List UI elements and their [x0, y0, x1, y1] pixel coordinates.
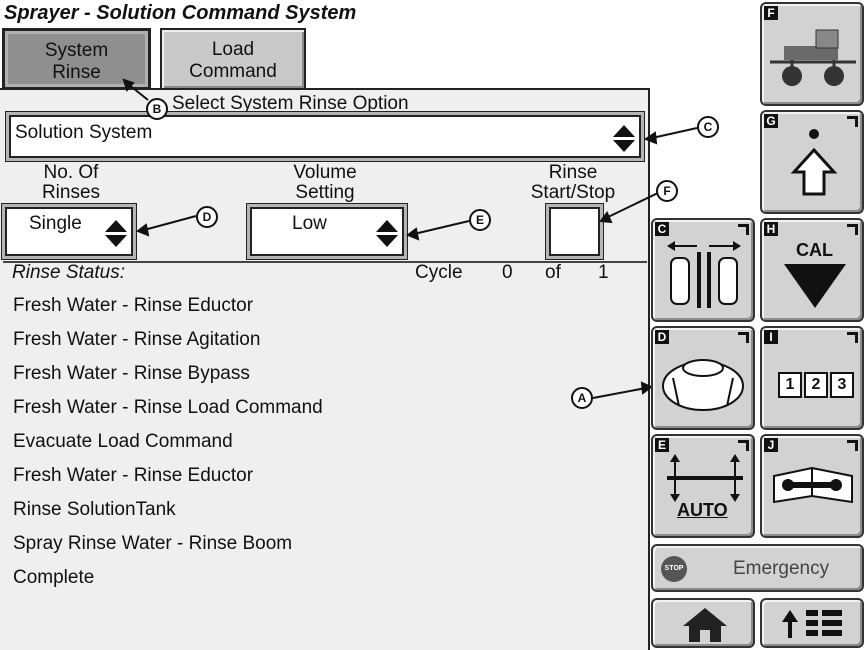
- rinse-step: Fresh Water - Rinse Bypass: [13, 363, 250, 384]
- rinse-step: Complete: [13, 567, 95, 588]
- digit-box: 1: [778, 372, 802, 398]
- digit-box: 2: [804, 372, 828, 398]
- key-letter: C: [655, 222, 669, 236]
- rinse-start-stop-button[interactable]: [549, 207, 600, 256]
- corner-mark-icon: [738, 440, 749, 451]
- callout-c: C: [697, 116, 719, 138]
- sprayer-icon: [770, 29, 856, 86]
- up-arrow-button[interactable]: G: [760, 110, 864, 214]
- callout-f: F: [656, 180, 678, 202]
- key-letter: H: [764, 222, 778, 236]
- rinse-step: Rinse SolutionTank: [13, 499, 176, 520]
- track-spacing-icon: [667, 241, 741, 308]
- corner-mark-icon: [738, 224, 749, 235]
- key-letter: G: [764, 114, 778, 128]
- numeric-icon: 1 2 3: [778, 372, 854, 398]
- corner-mark-icon: [847, 224, 858, 235]
- corner-mark-icon: [738, 332, 749, 343]
- rinse-step: Fresh Water - Rinse Eductor: [13, 295, 254, 316]
- tab-label-line1: System: [44, 40, 109, 61]
- stop-sign-icon: STOP: [661, 556, 687, 582]
- callout-e: E: [469, 209, 491, 231]
- digit-box: 3: [830, 372, 854, 398]
- rinses-select[interactable]: Single: [5, 207, 133, 256]
- menu-up-button[interactable]: [760, 598, 864, 648]
- menu-up-icon: [782, 610, 842, 638]
- key-letter: D: [655, 330, 669, 344]
- tab-label-line2: Command: [189, 61, 277, 82]
- cycle-label: Cycle: [415, 262, 463, 283]
- rinses-label-line1: No. Of: [43, 162, 99, 183]
- rinse-option-select[interactable]: Solution System: [9, 115, 641, 158]
- callout-b: B: [146, 98, 168, 120]
- of-label: of: [545, 262, 561, 283]
- volume-select[interactable]: Low: [250, 207, 404, 256]
- cal-button[interactable]: H CAL: [760, 218, 864, 322]
- rinse-option-value: Solution System: [15, 122, 153, 143]
- tab-label-line1: Load: [211, 39, 255, 60]
- rinse-step: Fresh Water - Rinse Agitation: [13, 329, 261, 350]
- callout-a: A: [571, 387, 593, 409]
- home-button[interactable]: [651, 598, 755, 648]
- auto-boom-button[interactable]: E AUTO: [651, 434, 755, 538]
- start-stop-label-line2: Start/Stop: [530, 182, 616, 203]
- up-down-arrows-icon[interactable]: [376, 220, 398, 247]
- rinse-step: Fresh Water - Rinse Load Command: [13, 397, 323, 418]
- cycle-total: 1: [598, 262, 609, 283]
- corner-mark-icon: [847, 116, 858, 127]
- rinse-panel: [0, 88, 650, 650]
- key-letter: E: [655, 438, 669, 452]
- key-letter: F: [764, 6, 778, 20]
- start-stop-label: Rinse Start/Stop: [514, 163, 632, 203]
- rinse-status-label: Rinse Status:: [12, 262, 125, 283]
- sprayer-image-button[interactable]: F: [760, 2, 864, 106]
- tank-button[interactable]: D: [651, 326, 755, 430]
- home-icon: [683, 608, 727, 642]
- auto-label: AUTO: [677, 500, 728, 520]
- track-spacing-button[interactable]: C: [651, 218, 755, 322]
- tab-load-command[interactable]: Load Command: [160, 28, 306, 90]
- corner-mark-icon: [847, 332, 858, 343]
- rinse-step: Evacuate Load Command: [13, 431, 233, 452]
- rinse-option-label: Select System Rinse Option: [172, 93, 409, 114]
- rinse-step: Fresh Water - Rinse Eductor: [13, 465, 254, 486]
- cycle-current: 0: [502, 262, 513, 283]
- boom-height-icon: [667, 454, 743, 502]
- window-title: Sprayer - Solution Command System: [4, 2, 357, 24]
- rinse-step: Spray Rinse Water - Rinse Boom: [13, 533, 293, 554]
- emergency-label: Emergency: [733, 558, 830, 579]
- up-down-arrows-icon[interactable]: [105, 220, 127, 247]
- status-divider: [3, 261, 647, 263]
- start-stop-label-line1: Rinse: [548, 162, 598, 183]
- key-letter: J: [764, 438, 778, 452]
- volume-value: Low: [292, 213, 327, 234]
- numeric-button[interactable]: I 1 2 3: [760, 326, 864, 430]
- tab-label-line2: Rinse: [52, 62, 101, 83]
- volume-label-line2: Setting: [295, 182, 355, 203]
- corner-mark-icon: [847, 440, 858, 451]
- manual-button[interactable]: J: [760, 434, 864, 538]
- rinses-label: No. Of Rinses: [12, 163, 130, 203]
- key-letter: I: [764, 330, 778, 344]
- volume-label: Volume Setting: [250, 163, 400, 203]
- down-triangle-icon: [784, 264, 846, 308]
- callout-d: D: [196, 206, 218, 228]
- volume-label-line1: Volume: [293, 162, 357, 183]
- solution-tank-icon: [662, 359, 744, 411]
- rinses-value: Single: [29, 213, 82, 234]
- cal-label: CAL: [796, 240, 833, 260]
- up-down-arrows-icon[interactable]: [613, 125, 635, 152]
- book-wrench-icon: [773, 466, 853, 504]
- up-arrow-icon: [790, 129, 838, 196]
- rinses-label-line2: Rinses: [41, 182, 101, 203]
- emergency-button[interactable]: STOP Emergency: [651, 544, 864, 592]
